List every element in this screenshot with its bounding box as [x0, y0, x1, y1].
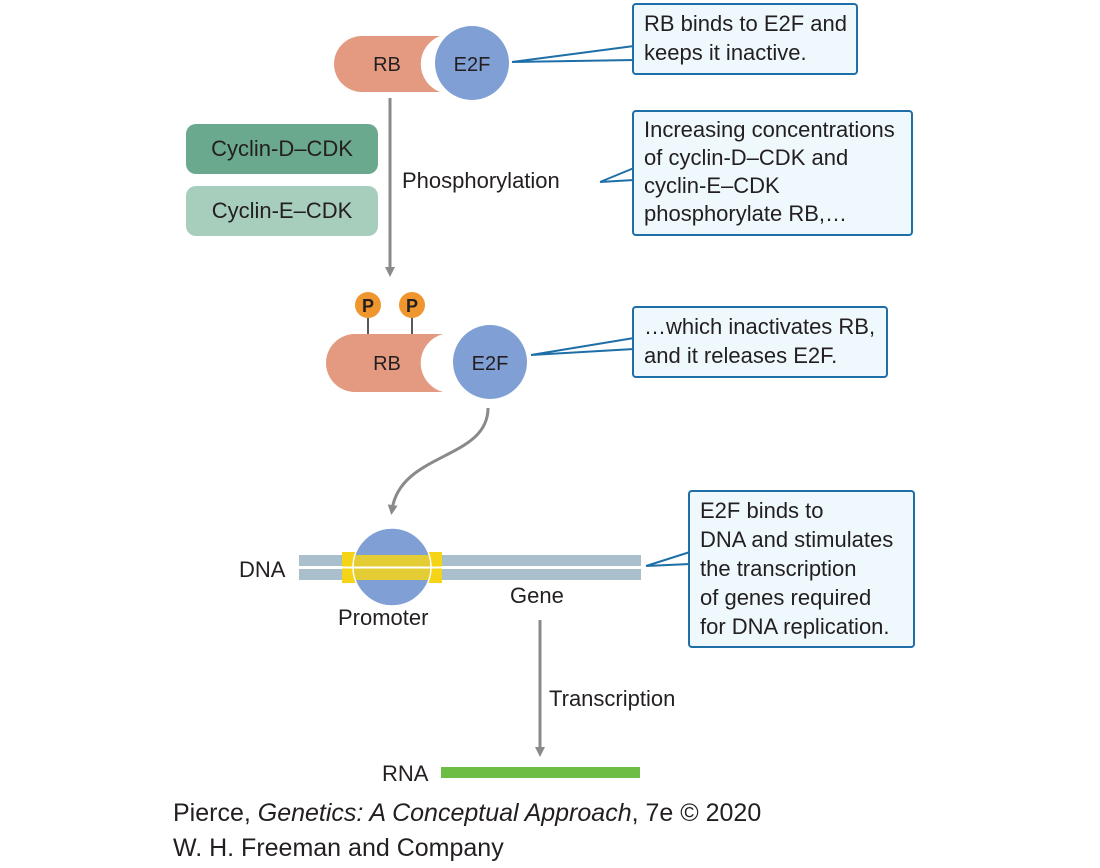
callout3-line-2: and it releases E2F. [644, 343, 838, 368]
callout-cyclin-phosphorylate: Increasing concentrations of cyclin-D–CD… [632, 110, 913, 236]
dna-strand-top [299, 555, 641, 566]
credit-edition: , 7e © 2020 [631, 799, 762, 827]
callout-inactivates-rb: …which inactivates RB, and it releases E… [632, 306, 888, 378]
e2f-protein-released [453, 325, 527, 399]
callout2-line-3: cyclin-E–CDK [644, 173, 780, 198]
transcription-label: Transcription [549, 686, 676, 711]
callout1-line-2: keeps it inactive. [644, 40, 807, 65]
callout1-pointer [511, 45, 635, 63]
callout4-pointer [645, 551, 691, 567]
cyclin-d-cdk-pill: Cyclin-D–CDK [186, 124, 378, 174]
callout2-pointer [599, 167, 635, 183]
figure-credit-line-1: Pierce, Genetics: A Conceptual Approach,… [173, 796, 761, 830]
credit-publisher: W. H. Freeman and Company [173, 834, 504, 862]
callout2-line-2: of cyclin-D–CDK and [644, 145, 849, 170]
callout-e2f-binds-dna: E2F binds to DNA and stimulates the tran… [688, 490, 915, 648]
callout-rb-binds-e2f: RB binds to E2F and keeps it inactive. [632, 3, 858, 75]
callout4-line-4: of genes required [700, 585, 872, 610]
e2f-label-released: E2F [472, 353, 509, 375]
dna-strand-bottom [299, 569, 641, 580]
promoter-label: Promoter [338, 605, 429, 630]
phosphate-group-1 [355, 292, 381, 318]
rna-strand [441, 767, 640, 778]
callout3-pointer [530, 337, 635, 356]
phosphate-label-1: P [362, 296, 374, 316]
credit-author: Pierce, [173, 799, 258, 827]
callout3-line-1: …which inactivates RB, [644, 314, 876, 339]
callout4-line-3: the transcription [700, 556, 857, 581]
rb-protein-bound [334, 36, 440, 92]
gene-label: Gene [510, 583, 564, 608]
callout4-line-2: DNA and stimulates [700, 527, 894, 552]
credit-book-title: Genetics: A Conceptual Approach [257, 799, 632, 827]
e2f-protein-bound [435, 26, 509, 100]
e2f-to-promoter-arrow [387, 407, 490, 515]
rb-protein-phosphorylated [326, 334, 443, 392]
callout1-line-1: RB binds to E2F and [644, 11, 848, 36]
phosphate-label-2: P [406, 296, 418, 316]
cyclin-e-cdk-pill: Cyclin-E–CDK [186, 186, 378, 236]
callout4-line-5: for DNA replication. [700, 614, 890, 639]
rna-label: RNA [382, 761, 429, 786]
callout2-line-4: phosphorylate RB,… [644, 201, 847, 226]
e2f-outline-on-dna [352, 527, 432, 607]
callout4-line-1: E2F binds to [700, 498, 824, 523]
phosphorylation-label: Phosphorylation [402, 168, 560, 193]
figure-credit-line-2: W. H. Freeman and Company [173, 831, 504, 865]
phosphate-group-2 [399, 292, 425, 318]
rb-label-phosphorylated: RB [373, 353, 401, 375]
callout2-line-1: Increasing concentrations [644, 117, 895, 142]
e2f-label-top: E2F [454, 54, 491, 76]
rb-label-top: RB [373, 54, 401, 76]
dna-label: DNA [239, 557, 286, 582]
